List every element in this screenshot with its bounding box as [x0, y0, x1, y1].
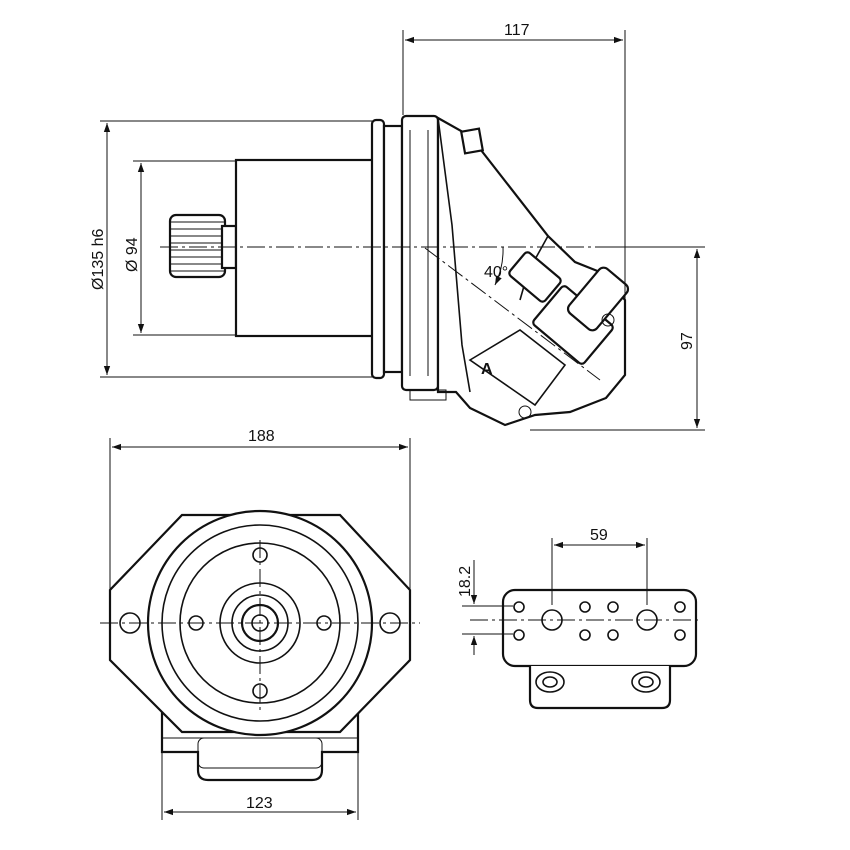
angle-dimension: 40° [484, 246, 508, 286]
svg-text:40°: 40° [484, 264, 508, 281]
port-view: 59 18.2 [457, 527, 700, 710]
svg-text:Ø135 h6: Ø135 h6 [90, 229, 107, 290]
svg-text:97: 97 [679, 332, 696, 350]
svg-text:59: 59 [590, 527, 608, 544]
dimension-97: 97 [530, 246, 705, 431]
svg-text:117: 117 [504, 22, 530, 39]
svg-text:18.2: 18.2 [457, 566, 474, 597]
dimension-18-2: 18.2 [457, 560, 513, 655]
dimension-59: 59 [551, 527, 648, 605]
port-label: A [481, 361, 493, 378]
housing-body [234, 158, 380, 338]
shaft-spline [168, 213, 238, 279]
side-view: A 40° 117 Ø135 h6 Ø 94 [90, 22, 705, 431]
dimension-123: 123 [161, 752, 359, 820]
svg-text:Ø 94: Ø 94 [124, 237, 141, 272]
mounting-flange [370, 114, 440, 392]
bent-axis-housing [409, 116, 630, 427]
dimension-117: 117 [402, 22, 626, 300]
dimension-flange-dia: Ø135 h6 [90, 120, 372, 378]
angled-centerline [424, 247, 601, 381]
dimension-188: 188 [109, 428, 411, 590]
dimension-pilot-dia: Ø 94 [124, 160, 236, 336]
svg-text:123: 123 [246, 795, 273, 812]
front-view: 188 123 [100, 428, 420, 820]
svg-text:188: 188 [248, 428, 275, 445]
